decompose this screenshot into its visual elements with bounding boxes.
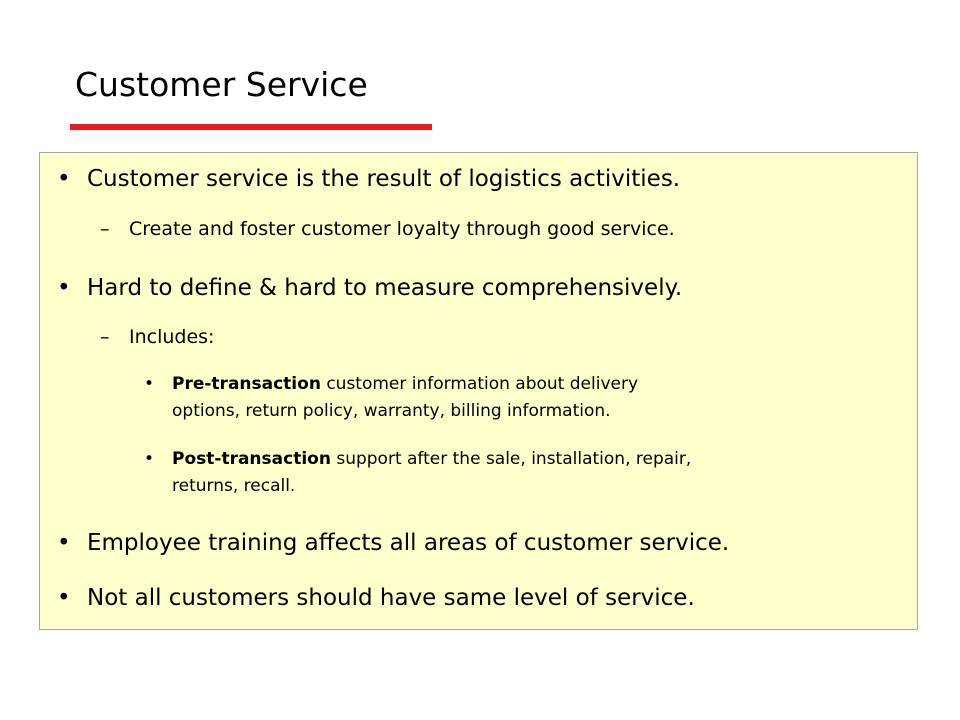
bullet-text: Customer service is the result of logist…	[87, 166, 681, 192]
emphasis-term: Post-transaction	[172, 449, 331, 469]
sub-sub-bullet-text: returns, recall.	[172, 476, 296, 496]
bullet-marker: •	[57, 585, 71, 611]
sub-bullet-text: Includes:	[129, 326, 215, 348]
sub-bullet-marker: –	[100, 218, 110, 240]
content-panel: • Customer service is the result of logi…	[39, 152, 918, 630]
bullet-text: Not all customers should have same level…	[87, 585, 695, 611]
emphasis-term: Pre-transaction	[172, 374, 321, 394]
slide-title: Customer Service	[75, 65, 368, 104]
sub-sub-bullet-text: options, return policy, warranty, billin…	[172, 401, 611, 421]
sub-sub-bullet-line: Post-transaction support after the sale,…	[172, 448, 691, 470]
bullet-text: Hard to define & hard to measure compreh…	[87, 275, 683, 301]
sub-bullet-text: Create and foster customer loyalty throu…	[129, 218, 675, 240]
sub-sub-bullet-marker: •	[144, 374, 155, 394]
sub-sub-bullet-line: Pre-transaction customer information abo…	[172, 373, 638, 395]
title-underline	[70, 124, 432, 130]
sub-sub-bullet-text: customer information about delivery	[320, 374, 639, 394]
sub-sub-bullet-text: support after the sale, installation, re…	[330, 449, 692, 469]
bullet-marker: •	[57, 275, 71, 301]
sub-sub-bullet-marker: •	[144, 449, 155, 469]
bullet-text: Employee training affects all areas of c…	[87, 530, 730, 556]
bullet-marker: •	[57, 166, 71, 192]
bullet-marker: •	[57, 530, 71, 556]
sub-bullet-marker: –	[100, 326, 110, 348]
